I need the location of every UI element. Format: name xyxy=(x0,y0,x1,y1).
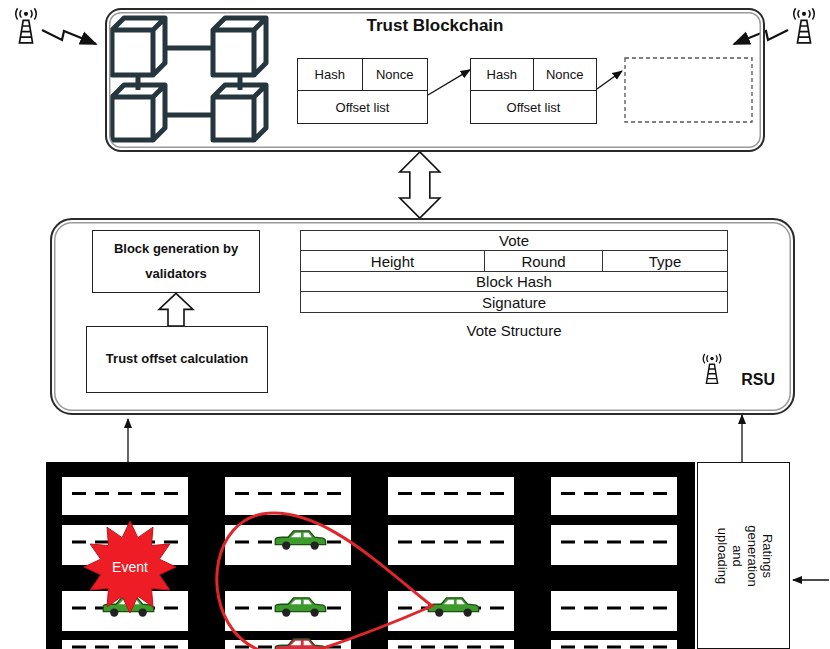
label-text: Offset list xyxy=(471,91,596,123)
label-text: Hash xyxy=(471,59,534,91)
blockchain-icon-part xyxy=(112,85,165,140)
label-text: Block generation by validators xyxy=(101,237,251,286)
road-grid-part xyxy=(551,591,677,631)
road-grid-part xyxy=(561,607,667,610)
block-arrow xyxy=(159,293,193,326)
label-text: Block Hash xyxy=(300,271,728,292)
chain-link xyxy=(597,71,622,89)
label-text: Trust Blockchain xyxy=(107,16,763,36)
road-grid-part xyxy=(561,541,667,544)
vehicle-part xyxy=(428,598,478,617)
block-arrow xyxy=(400,152,440,218)
process-box: Trust offset calculation xyxy=(86,326,268,393)
wireless-antenna xyxy=(16,8,96,44)
input-arrow xyxy=(793,579,829,580)
road-grid-part xyxy=(235,492,341,495)
road-grid-part xyxy=(388,591,514,631)
vehicle xyxy=(275,639,325,649)
arrow-connector xyxy=(428,70,470,95)
road-grid-part xyxy=(72,646,178,649)
event-star: Event xyxy=(84,521,176,613)
vehicle-part xyxy=(275,531,325,550)
label-text: Round xyxy=(484,250,603,272)
label-text: Nonce xyxy=(363,59,428,91)
road-grid-part xyxy=(398,541,504,544)
road-grid-part xyxy=(551,477,677,515)
road-grid-part xyxy=(388,525,514,565)
upload-arrow xyxy=(127,419,128,462)
road-grid-part xyxy=(551,640,677,649)
road-grid-part xyxy=(398,492,504,495)
label-text: Type xyxy=(602,250,728,272)
label-text: Offset list xyxy=(298,91,427,123)
blockchain-icon-part xyxy=(213,18,266,75)
rsu-antenna xyxy=(703,354,721,384)
arrow-connector xyxy=(741,415,742,462)
rsu-panel: RSU Block generation by validatorsTrust o… xyxy=(50,218,795,415)
road-grid-part xyxy=(551,525,677,565)
vehicle-part xyxy=(275,598,325,617)
label-text: RSU xyxy=(741,371,775,389)
road-grid-part xyxy=(62,640,188,649)
wireless-antenna-part xyxy=(16,8,37,43)
road-grid-part xyxy=(225,477,351,515)
communication-range xyxy=(217,513,432,649)
ratings-box: Ratings generation and uploading xyxy=(697,462,790,649)
road-grid-part xyxy=(225,591,351,631)
wireless-antenna-part xyxy=(794,8,815,43)
road-grid-part xyxy=(62,477,188,515)
label-text: Event xyxy=(112,559,148,575)
road-grid-part xyxy=(388,477,514,515)
blockchain-icon-part xyxy=(213,85,266,140)
wireless-antenna xyxy=(734,8,814,44)
block-record: HashNonceOffset list xyxy=(470,58,597,124)
blockchain-panel: Trust BlockchainHashNonceOffset listHash… xyxy=(105,8,765,152)
road-grid-part xyxy=(388,640,514,649)
pending-block xyxy=(625,58,752,122)
road-grid-part xyxy=(561,492,667,495)
label-text: Nonce xyxy=(534,59,597,91)
label-text: Vote xyxy=(300,230,728,251)
road-grid-part xyxy=(72,492,178,495)
label-text: Signature xyxy=(300,291,728,313)
label-text: Ratings generation and uploading xyxy=(714,516,774,596)
vote-table: VoteHeightRoundTypeBlock HashSignatureVo… xyxy=(300,230,728,342)
process-box: Block generation by validators xyxy=(92,230,260,293)
road-grid-part xyxy=(561,646,667,649)
star-outline xyxy=(84,521,176,613)
block-record: HashNonceOffset list xyxy=(297,58,428,124)
wireless-antenna-part xyxy=(734,30,788,44)
label-text: Trust offset calculation xyxy=(106,347,248,372)
wireless-antenna-part xyxy=(42,30,96,44)
label-text: Vote Structure xyxy=(300,320,728,340)
blockchain-icon xyxy=(112,18,266,140)
blockchain-icon-part xyxy=(112,18,165,75)
label-text: Height xyxy=(300,250,485,272)
road-grid-part xyxy=(398,646,504,649)
label-text: Hash xyxy=(298,59,363,91)
